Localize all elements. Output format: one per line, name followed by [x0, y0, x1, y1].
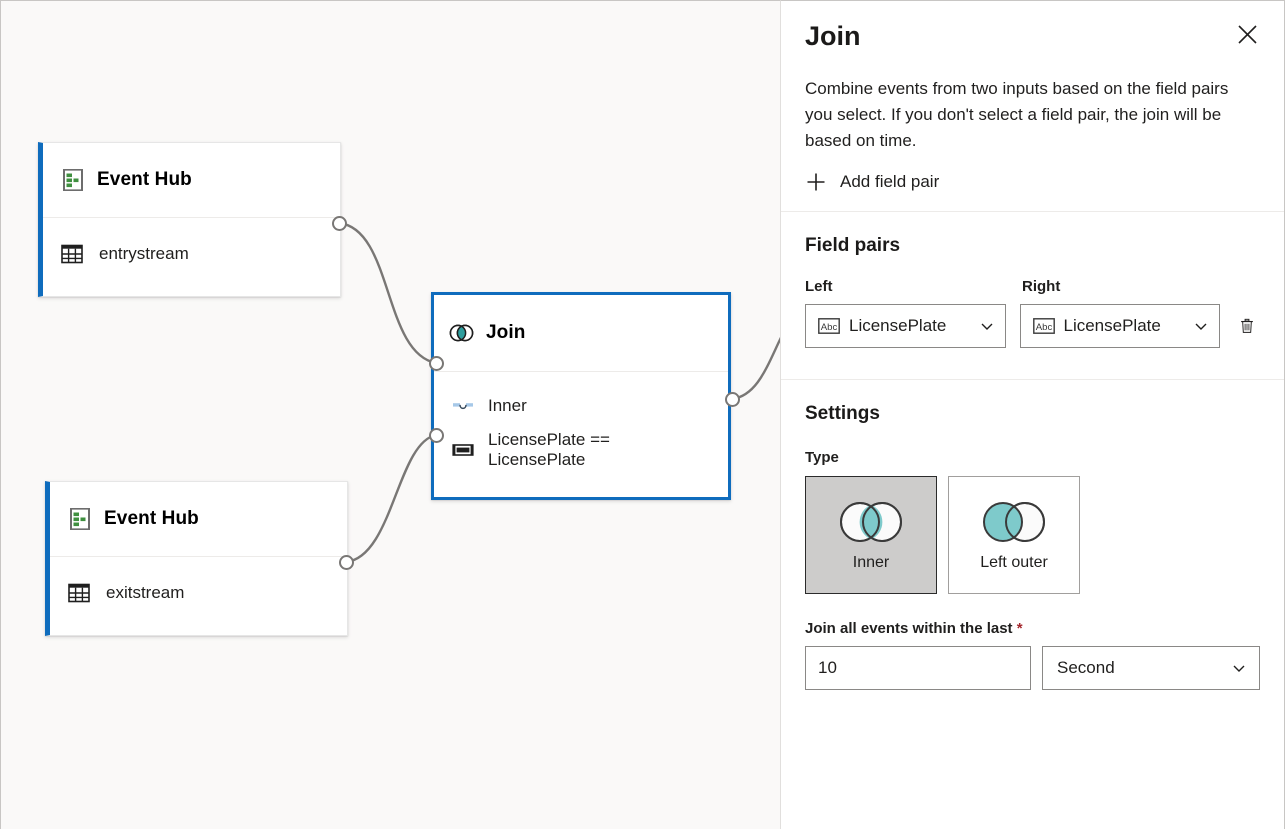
- venn-left-outer-icon: [976, 498, 1052, 546]
- left-field-select[interactable]: Abc LicensePlate: [805, 304, 1006, 348]
- duration-label: Join all events within the last *: [805, 620, 1260, 637]
- table-icon: [68, 582, 90, 604]
- node-title: Join: [486, 322, 526, 343]
- duration-unit-select[interactable]: Second: [1042, 646, 1260, 690]
- node-stream-row[interactable]: exitstream: [68, 557, 329, 629]
- add-field-pair-label: Add field pair: [840, 172, 940, 191]
- field-pair-row: Abc LicensePlate Abc: [805, 304, 1260, 348]
- node-title: Event Hub: [104, 508, 199, 529]
- port-input-left[interactable]: [429, 356, 444, 371]
- port-output-join[interactable]: [725, 392, 740, 407]
- node-body: exitstream: [50, 557, 347, 629]
- panel-description: Combine events from two inputs based on …: [805, 79, 1229, 150]
- port-input-right[interactable]: [429, 428, 444, 443]
- settings-title: Settings: [805, 403, 880, 424]
- settings-section: Settings Type Inner: [781, 380, 1284, 690]
- svg-text:Abc: Abc: [821, 322, 838, 333]
- trash-icon[interactable]: [1234, 310, 1260, 342]
- pipeline-canvas[interactable]: Event Hub entrystream: [0, 0, 780, 829]
- svg-text:Abc: Abc: [1035, 322, 1052, 333]
- venn-inner-icon: [833, 498, 909, 546]
- join-type-icon: [452, 395, 474, 417]
- node-divider: [434, 371, 728, 372]
- close-icon[interactable]: [1228, 15, 1266, 53]
- divider: [781, 379, 1284, 380]
- join-type-options: Inner Left outer: [805, 476, 1260, 594]
- plus-icon: [805, 171, 827, 193]
- panel-title: Join: [805, 21, 861, 51]
- left-column-label: Left: [805, 278, 833, 295]
- field-pairs-section: Field pairs Left Right Abc LicensePlate: [781, 212, 1284, 348]
- field-pair-icon: [452, 439, 474, 461]
- join-type-label: Left outer: [980, 554, 1048, 571]
- port-output-exitstream[interactable]: [339, 555, 354, 570]
- node-title: Event Hub: [97, 169, 192, 190]
- duration-unit-value: Second: [1057, 658, 1115, 677]
- node-body: Inner LicensePlate == LicensePlate: [434, 372, 728, 472]
- join-type-option-left-outer[interactable]: Left outer: [948, 476, 1080, 594]
- node-field-pair-label: LicensePlate == LicensePlate: [488, 430, 610, 469]
- field-pairs-title: Field pairs: [805, 235, 901, 256]
- divider: [781, 211, 1284, 212]
- node-field-pair-row[interactable]: LicensePlate == LicensePlate: [452, 428, 710, 472]
- node-stream-row[interactable]: entrystream: [61, 218, 322, 290]
- node-join-type-label: Inner: [488, 396, 527, 415]
- node-stream-label: entrystream: [99, 244, 189, 263]
- duration-label-text: Join all events within the last: [805, 620, 1013, 637]
- node-header: Join: [434, 295, 728, 371]
- panel-header: Join: [781, 1, 1284, 53]
- port-output-entrystream[interactable]: [332, 216, 347, 231]
- node-event-hub-entry[interactable]: Event Hub entrystream: [38, 142, 341, 297]
- field-pair-column-labels: Left Right: [805, 278, 1260, 295]
- left-field-value: LicensePlate: [849, 316, 947, 335]
- right-field-value: LicensePlate: [1063, 316, 1161, 335]
- chevron-down-icon: [1231, 660, 1247, 676]
- node-join[interactable]: Join Inner: [431, 292, 731, 500]
- node-event-hub-exit[interactable]: Event Hub exitstream: [45, 481, 348, 636]
- join-type-label: Inner: [852, 554, 890, 571]
- join-venn-icon: [448, 322, 475, 344]
- join-type-option-inner[interactable]: Inner: [805, 476, 937, 594]
- node-divider: [43, 217, 340, 218]
- abc-type-icon: Abc: [818, 318, 840, 334]
- node-body: entrystream: [43, 218, 340, 290]
- node-stream-label: exitstream: [106, 583, 185, 602]
- duration-value-input[interactable]: [805, 646, 1031, 690]
- duration-row: Second: [805, 646, 1260, 690]
- event-hub-icon: [67, 506, 93, 532]
- node-header: Event Hub: [50, 482, 347, 556]
- abc-type-icon: Abc: [1032, 318, 1055, 334]
- right-field-select[interactable]: Abc LicensePlate: [1019, 304, 1220, 348]
- chevron-down-icon: [1193, 318, 1209, 334]
- join-properties-panel: Join Combine events from two inputs base…: [780, 0, 1285, 829]
- node-divider: [50, 556, 347, 557]
- node-header: Event Hub: [43, 143, 340, 217]
- table-icon: [61, 243, 83, 265]
- node-join-type-row[interactable]: Inner: [452, 384, 710, 428]
- add-field-pair-button[interactable]: Add field pair: [805, 171, 939, 193]
- right-column-label: Right: [1022, 278, 1061, 295]
- event-hub-icon: [60, 167, 86, 193]
- chevron-down-icon: [979, 318, 995, 334]
- required-marker: *: [1016, 620, 1023, 637]
- type-label: Type: [805, 449, 839, 466]
